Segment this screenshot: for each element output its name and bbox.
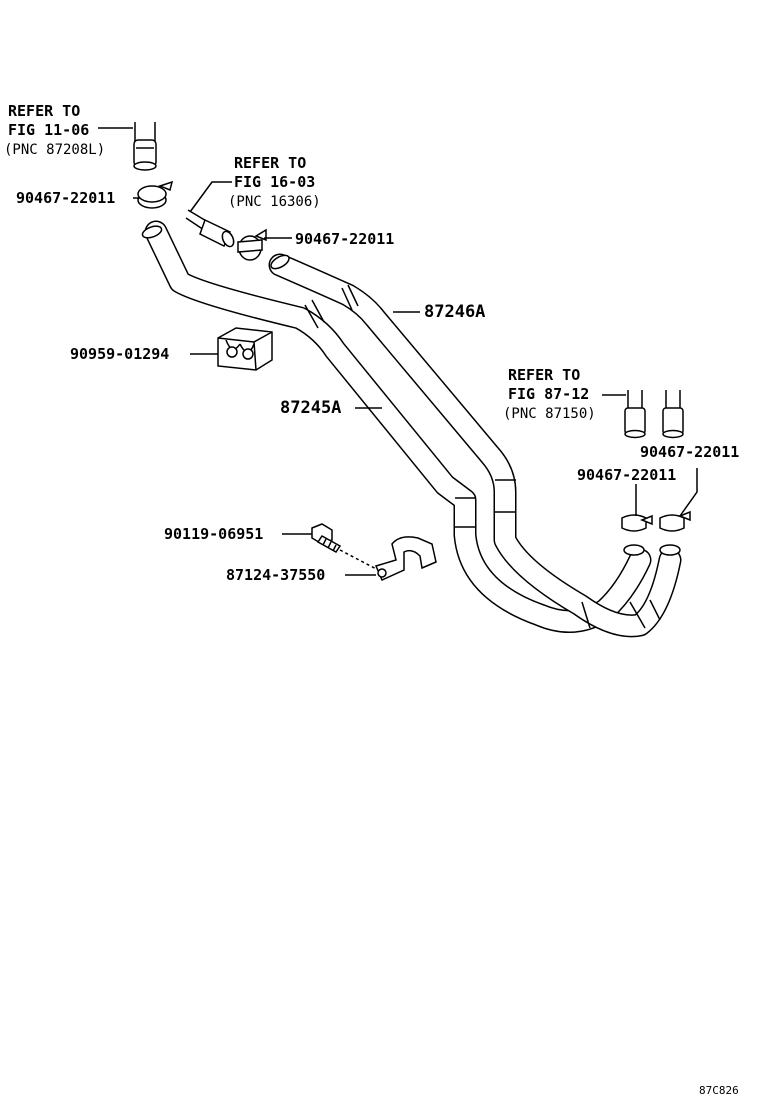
hose-holder-icon	[217, 327, 273, 371]
part-label-bolt[interactable]: 90119-06951	[164, 525, 264, 543]
clamp-icon-upper-left	[137, 180, 174, 209]
ref-fig-11-06-line1: REFER TO	[8, 102, 81, 120]
ref-fig-11-06-line2: FIG 11-06	[8, 121, 90, 139]
clamp-icon-lower-right	[659, 510, 691, 532]
ref-fig-16-03-line2: FIG 16-03	[234, 173, 316, 191]
part-label-hose-87245A[interactable]: 87245A	[280, 398, 342, 418]
clamp-icon-lower-left	[621, 514, 653, 532]
clamp-icon-upper-right	[237, 228, 267, 261]
bracket-icon	[374, 536, 437, 581]
ref-fig-16-03-line1: REFER TO	[234, 154, 307, 172]
part-label-hose-87246A[interactable]: 87246A	[424, 302, 486, 322]
leader-lines	[98, 127, 698, 576]
part-label-bracket[interactable]: 87124-37550	[226, 566, 326, 584]
ref-fig-11-06-pnc: (PNC 87208L)	[4, 142, 106, 158]
part-label-clamp-upper-left[interactable]: 90467-22011	[16, 189, 116, 207]
hose-87246A-drawing	[268, 253, 682, 638]
bolt-icon	[311, 523, 342, 553]
ref-fig-16-03-pnc: (PNC 16306)	[228, 194, 321, 210]
part-label-hose-holder[interactable]: 90959-01294	[70, 345, 170, 363]
ref-fig-87-12-line1: REFER TO	[508, 366, 581, 384]
hose-end-openings	[141, 225, 681, 556]
part-label-clamp-upper-right[interactable]: 90467-22011	[295, 230, 395, 248]
bolt-alignment-line	[339, 549, 383, 573]
ref-fig-87-12-line2: FIG 87-12	[508, 385, 590, 403]
pipe-fig-11-06	[133, 122, 157, 171]
part-label-clamp-lower-right[interactable]: 90467-22011	[640, 443, 740, 461]
part-label-clamp-lower-left[interactable]: 90467-22011	[577, 466, 677, 484]
diagram-code: 87C826	[699, 1084, 739, 1097]
pipe-fig-87-12	[624, 390, 684, 439]
pipe-fig-16-03	[185, 209, 235, 248]
hose-joint-lines	[304, 284, 661, 629]
ref-fig-87-12-pnc: (PNC 87150)	[503, 406, 596, 422]
